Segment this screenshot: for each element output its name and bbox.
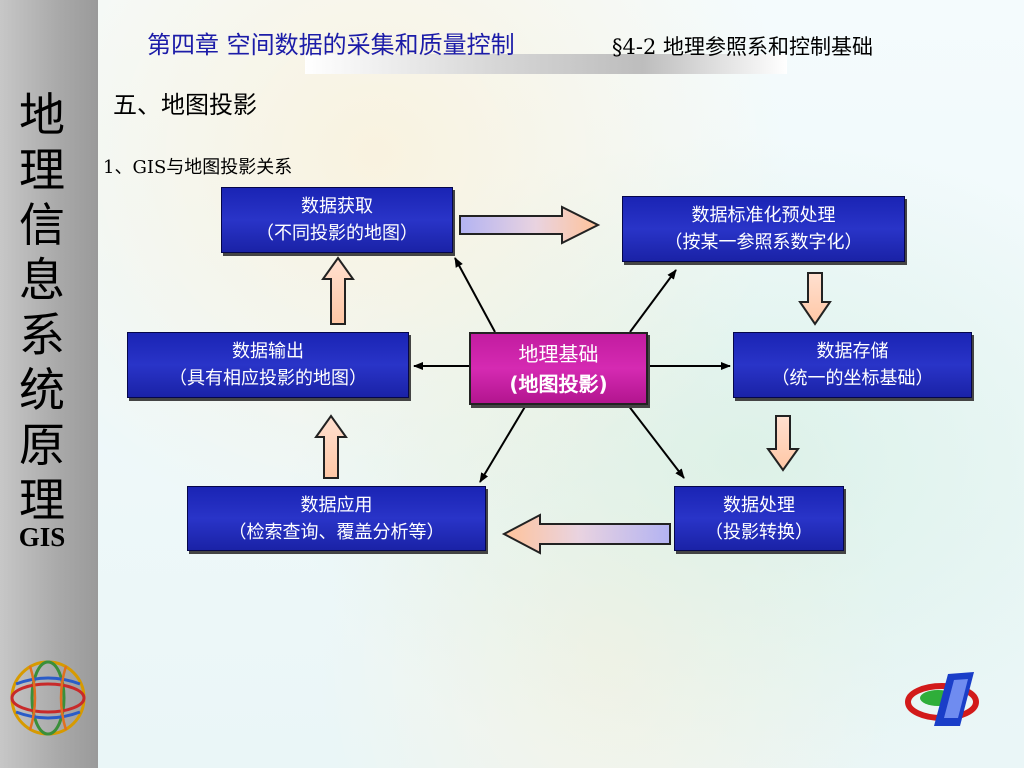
box-subtitle: （具有相应投影的地图） (169, 368, 367, 389)
connector-to-acquire (454, 257, 496, 333)
block-arrow-up-2 (314, 414, 348, 479)
box-title: 数据应用 (300, 494, 373, 516)
connector-to-application (479, 404, 527, 483)
section-title: §4-2 地理参照系和控制基础 (612, 35, 873, 59)
box-title: 地理基础 (518, 341, 599, 366)
box-title: 数据输出 (232, 341, 304, 362)
box-data-preprocessing: 数据标准化预处理 （按某一参照系数字化） (622, 196, 905, 262)
box-subtitle: （投影转换） (705, 521, 813, 543)
sidebar-title-char: 理 (19, 473, 65, 527)
block-arrow-right (459, 205, 601, 245)
box-title: 数据标准化预处理 (691, 205, 836, 226)
sidebar-title-char: 息 (19, 253, 65, 307)
chapter-title: 第四章 空间数据的采集和质量控制 (147, 31, 515, 59)
box-title: 数据存储 (816, 341, 889, 362)
box-subtitle: （不同投影的地图） (256, 223, 418, 244)
sidebar-title-char: 原 (19, 418, 65, 472)
box-data-application: 数据应用 （检索查询、覆盖分析等） (187, 486, 486, 551)
sidebar-gis-label: GIS (18, 522, 66, 552)
box-subtitle: (地图投影) (509, 371, 608, 396)
box-data-storage: 数据存储 （统一的坐标基础） (733, 332, 972, 398)
box-data-output: 数据输出 （具有相应投影的地图） (127, 332, 409, 398)
block-arrow-up-1 (321, 256, 355, 325)
header-gradient-bar (305, 54, 787, 74)
page-heading: 五、地图投影 (113, 91, 257, 119)
sidebar-title-char: 理 (19, 143, 65, 197)
sidebar-title: 地 理 信 息 系 统 原 理 (0, 88, 84, 528)
sidebar-title-char: 信 (19, 198, 65, 252)
box-data-acquisition: 数据获取 （不同投影的地图） (221, 187, 453, 253)
page-subheading: 1、GIS与地图投影关系 (103, 157, 293, 178)
box-subtitle: （按某一参照系数字化） (664, 232, 863, 253)
sidebar-title-char: 系 (19, 308, 65, 362)
globe-logo-icon (10, 660, 86, 736)
block-arrow-left (501, 513, 671, 555)
box-subtitle: （检索查询、覆盖分析等） (228, 521, 445, 543)
block-arrow-down-2 (766, 415, 800, 472)
sidebar: 地 理 信 息 系 统 原 理 GIS (0, 0, 98, 768)
connector-to-preprocess (629, 269, 677, 333)
box-title: 数据处理 (723, 494, 795, 516)
box-data-processing: 数据处理 （投影转换） (674, 486, 844, 551)
gis-brand-logo-icon (905, 672, 979, 726)
box-geographic-foundation: 地理基础 (地图投影) (469, 332, 648, 405)
sidebar-title-char: 统 (19, 363, 65, 417)
sidebar-title-char: 地 (19, 88, 65, 142)
block-arrow-down-1 (798, 272, 832, 326)
connector-to-processing (627, 404, 685, 479)
box-title: 数据获取 (301, 196, 373, 217)
box-subtitle: （统一的坐标基础） (771, 368, 934, 389)
